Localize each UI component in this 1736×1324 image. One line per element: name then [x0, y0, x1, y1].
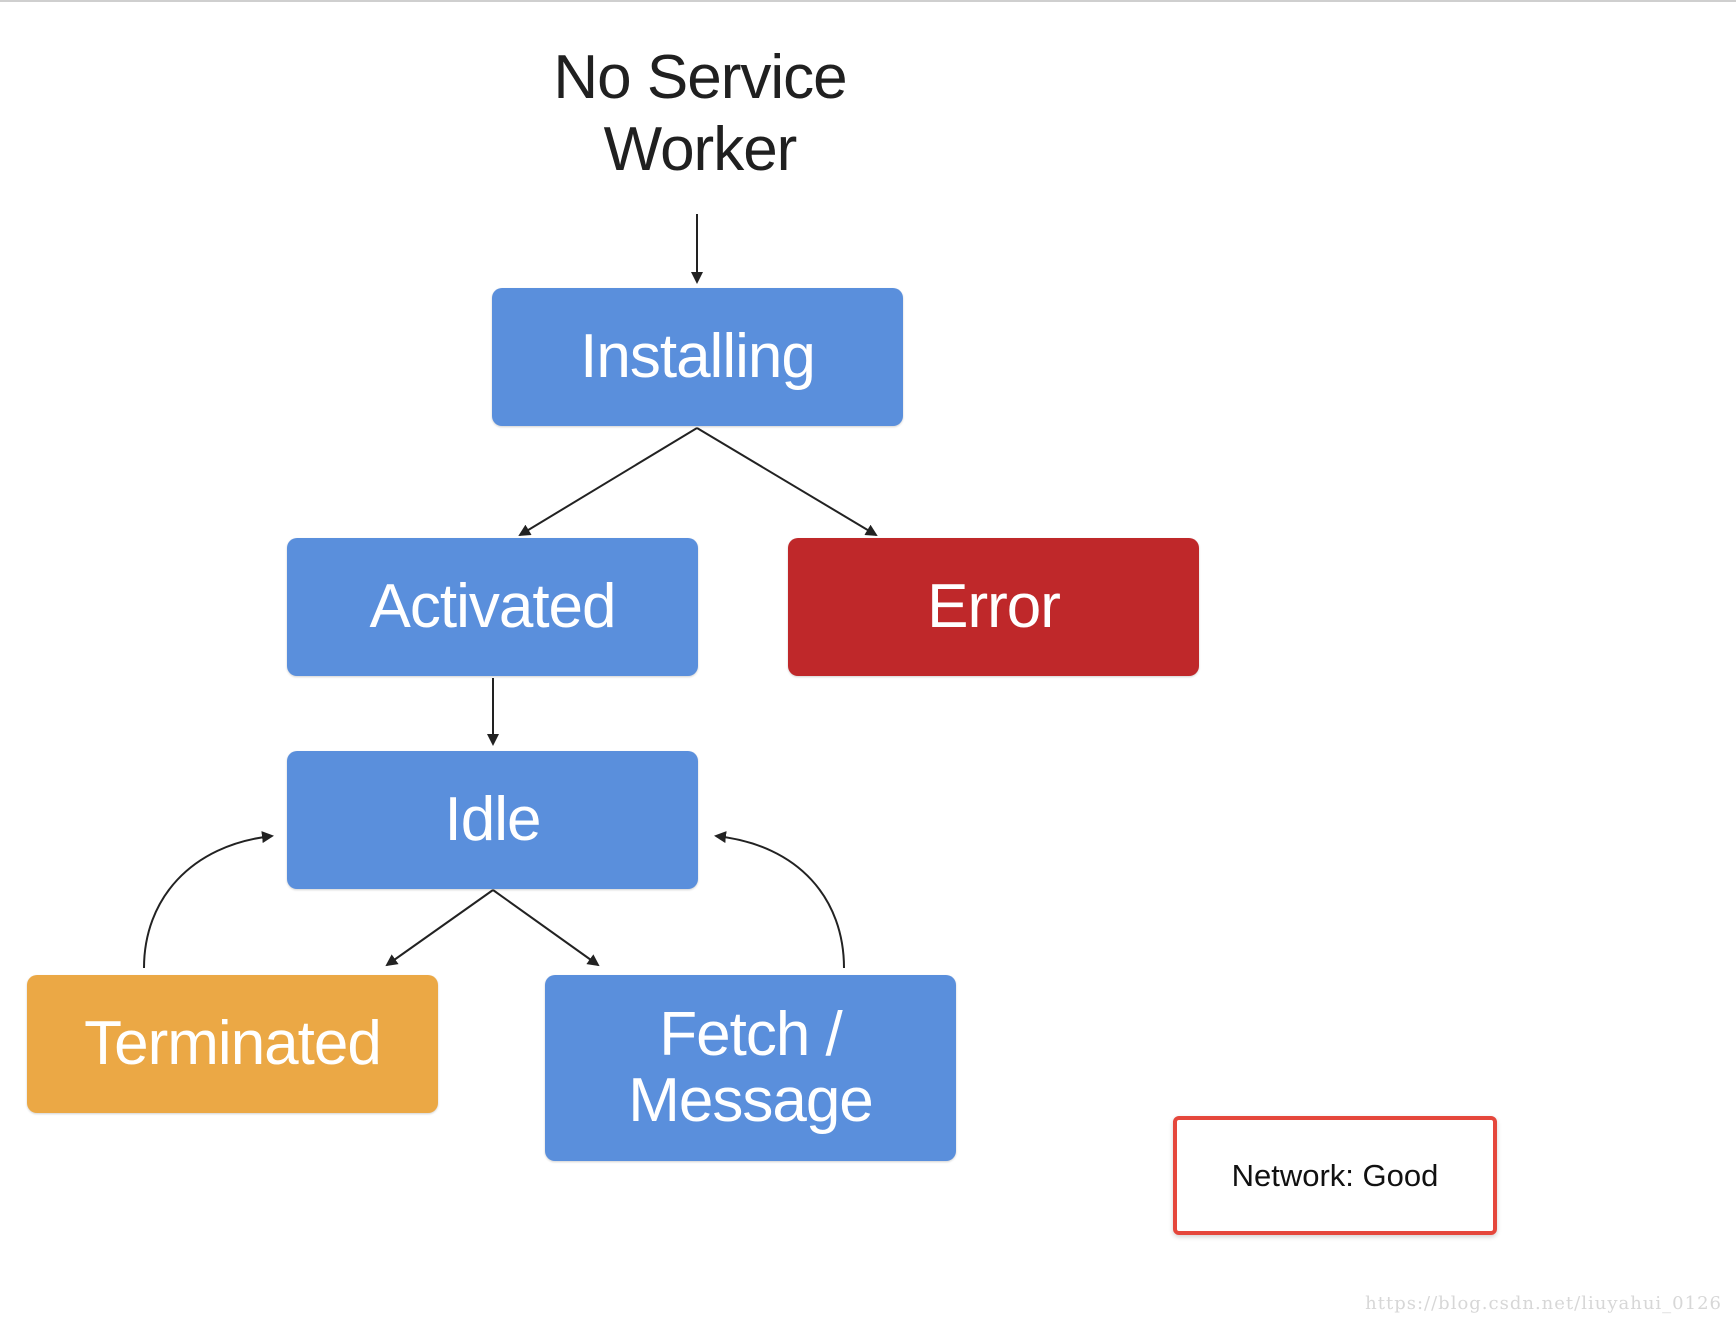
- start-label-line2: Worker: [603, 115, 798, 184]
- watermark-url: https://blog.csdn.net/liuyahui_0126: [1365, 1293, 1722, 1314]
- start-label-line1: No Service: [553, 43, 847, 112]
- state-terminated-label: Terminated: [84, 1009, 382, 1078]
- arrow-installing-to-activated: [518, 427, 698, 537]
- top-divider: [0, 0, 1736, 2]
- state-installing: Installing: [492, 288, 903, 426]
- state-fetch-message: Fetch / Message: [545, 975, 956, 1161]
- state-fetch-label: Fetch / Message: [628, 1000, 874, 1135]
- state-fetch-label-line2: Message: [628, 1066, 874, 1135]
- state-activated: Activated: [287, 538, 698, 676]
- arrow-fetch-to-idle: [714, 831, 845, 969]
- state-idle-label: Idle: [444, 785, 542, 854]
- state-error-label: Error: [927, 572, 1061, 641]
- network-status-label: Network: Good: [1231, 1157, 1439, 1193]
- start-state-label: No Service Worker: [530, 42, 870, 186]
- network-status-box: Network: Good: [1173, 1116, 1497, 1235]
- state-installing-label: Installing: [580, 322, 816, 391]
- state-terminated: Terminated: [27, 975, 438, 1113]
- state-error: Error: [788, 538, 1199, 676]
- state-idle: Idle: [287, 751, 698, 889]
- arrow-terminated-to-idle: [143, 831, 274, 969]
- arrow-idle-to-terminated: [385, 889, 494, 967]
- arrow-idle-to-fetch: [492, 889, 600, 967]
- state-activated-label: Activated: [369, 572, 616, 641]
- state-fetch-label-line1: Fetch /: [659, 1000, 843, 1069]
- arrow-installing-to-error: [696, 427, 878, 537]
